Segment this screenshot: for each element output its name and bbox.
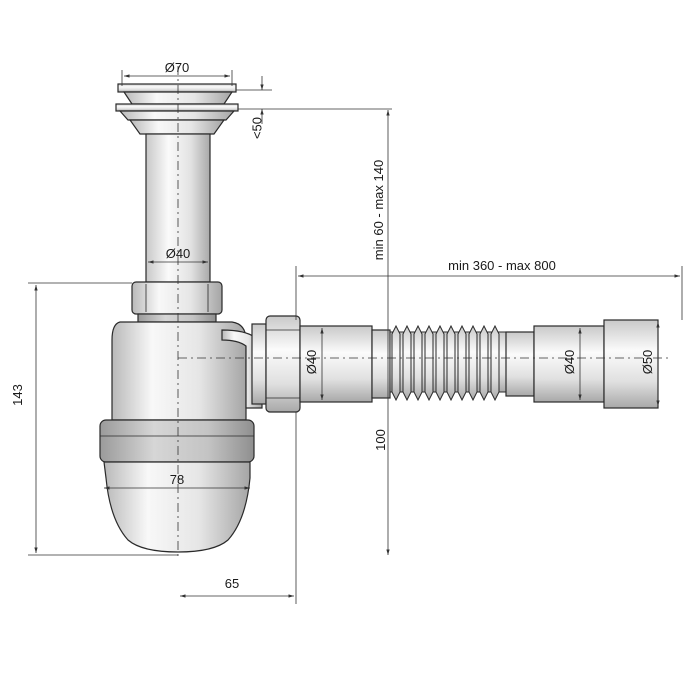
bowl-width-label: 78 bbox=[170, 472, 184, 487]
dimension-lines bbox=[28, 70, 683, 604]
total-height-label: min 60 - max 140 bbox=[371, 160, 386, 260]
siphon-body bbox=[99, 321, 263, 553]
outlet-height-label: 100 bbox=[373, 429, 388, 451]
outlet-offset-label: 65 bbox=[225, 576, 239, 591]
socket-outlet bbox=[603, 319, 659, 409]
hose-length-label: min 360 - max 800 bbox=[448, 258, 556, 273]
hose-end-pipe bbox=[505, 325, 605, 403]
outlet-pipe bbox=[299, 325, 391, 403]
outlet-diameter-label: Ø40 bbox=[304, 350, 319, 375]
hose-end-diameter-label: Ø40 bbox=[562, 350, 577, 375]
strainer-grate bbox=[115, 83, 239, 135]
grate-height-label: <50 bbox=[249, 117, 264, 139]
corrugated-hose bbox=[389, 324, 507, 402]
grate-diameter-label: Ø70 bbox=[165, 60, 190, 75]
riser-diameter-label: Ø40 bbox=[166, 246, 191, 261]
outlet-nut bbox=[251, 315, 301, 413]
body-height-label: 143 bbox=[10, 384, 25, 406]
socket-diameter-label: Ø50 bbox=[640, 350, 655, 375]
union-nut bbox=[131, 281, 223, 323]
